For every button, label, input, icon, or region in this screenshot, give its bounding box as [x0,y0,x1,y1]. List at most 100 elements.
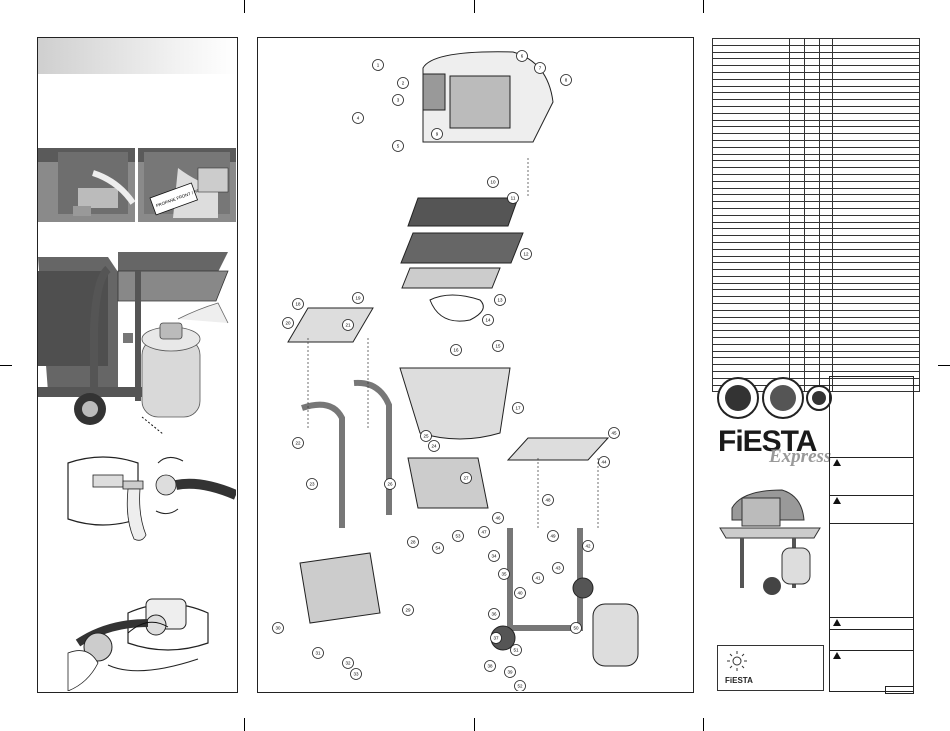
callout-number: 54 [435,546,441,551]
callout-number: 10 [490,180,496,185]
parts-table-cell [789,201,805,209]
callout-circle [487,176,499,188]
parts-table-cell [789,303,805,311]
parts-table-row [712,119,920,128]
parts-table-cell [804,187,820,196]
parts-table-cell [789,187,805,196]
parts-table-row [712,316,920,325]
parts-table-cell [832,289,920,298]
callout-circle [450,344,462,356]
photo-regulator-connection [38,443,237,553]
parts-table-cell [804,153,820,162]
parts-table-cell [832,78,920,87]
callout-number: 29 [405,608,411,613]
callout-circle [514,680,526,691]
parts-table-cell [804,112,820,121]
callout-circle [452,530,464,542]
product-name: Express [769,446,832,467]
parts-table-cell [789,296,805,305]
parts-table-cell [804,51,820,60]
callout-number: 26 [387,482,393,487]
parts-table-row [712,201,920,209]
parts-table-cell [832,126,920,135]
callout-circle [460,472,472,484]
parts-table-cell [819,269,833,277]
crop-mark [703,718,704,731]
parts-table-cell [832,296,920,305]
parts-table-cell [819,44,833,53]
parts-table-cell [712,51,790,60]
parts-table-cell [819,214,833,223]
parts-table-cell [804,194,820,203]
parts-table-cell [789,316,805,325]
parts-table-cell [819,207,833,216]
callout-number: 21 [345,323,351,328]
parts-table-cell [832,228,920,237]
callout-number: 3 [397,98,400,103]
callout-circle [552,562,564,574]
cover-panel: FiESTA Express FiESTA [712,373,914,693]
callout-number: 28 [410,540,416,545]
parts-table-cell [832,58,920,67]
parts-table-cell [819,235,833,243]
crop-mark [938,365,950,366]
callout-circle [352,292,364,304]
callout-number: 52 [517,684,523,689]
parts-table-cell [712,65,790,73]
parts-table-cell [832,65,920,73]
warning-row [830,650,913,661]
parts-table-cell [819,78,833,87]
parts-table-row [712,248,920,257]
parts-table-cell [819,99,833,107]
parts-table-cell [789,105,805,114]
parts-table-cell [819,262,833,271]
parts-table-cell [804,85,820,94]
parts-table-cell [789,309,805,318]
parts-table-cell [712,282,790,291]
parts-table-cell [819,119,833,128]
callout-circle [490,632,502,644]
warning-icon [833,652,841,659]
callout-number: 51 [513,648,519,653]
parts-table-cell [804,133,820,141]
parts-table-cell [789,38,805,46]
callout-number: 20 [285,321,291,326]
parts-table-row [712,296,920,305]
callout-number: 9 [436,132,439,137]
callout-number: 45 [611,431,617,436]
callout-circle [534,62,546,74]
callout-number: 16 [453,348,459,353]
warning-row [830,617,913,628]
callout-number: 19 [355,296,361,301]
parts-table-cell [804,350,820,359]
callout-circle [431,128,443,140]
parts-table-cell [789,228,805,237]
parts-table-cell [789,269,805,277]
callout-number: 42 [585,544,591,549]
parts-table-cell [789,214,805,223]
parts-table-cell [789,58,805,67]
callout-number: 49 [550,534,556,539]
parts-list-table [712,38,920,393]
parts-table-cell [819,58,833,67]
parts-table-cell [712,71,790,80]
parts-table-row [712,269,920,277]
parts-table-cell [804,139,820,148]
callout-number: 11 [511,196,516,201]
parts-table-cell [789,275,805,284]
parts-table-cell [804,99,820,107]
callout-number: 40 [517,591,523,596]
parts-table-cell [804,173,820,182]
parts-table-cell [712,309,790,318]
parts-table-cell [804,44,820,53]
parts-table-cell [712,357,790,366]
parts-table-cell [832,133,920,141]
callout-circle [598,456,610,468]
parts-table-cell [789,139,805,148]
parts-table-cell [804,126,820,135]
parts-table-cell [712,133,790,141]
callout-number: 39 [507,670,513,675]
parts-table-cell [819,167,833,175]
parts-table-row [712,221,920,230]
parts-table-row [712,71,920,80]
